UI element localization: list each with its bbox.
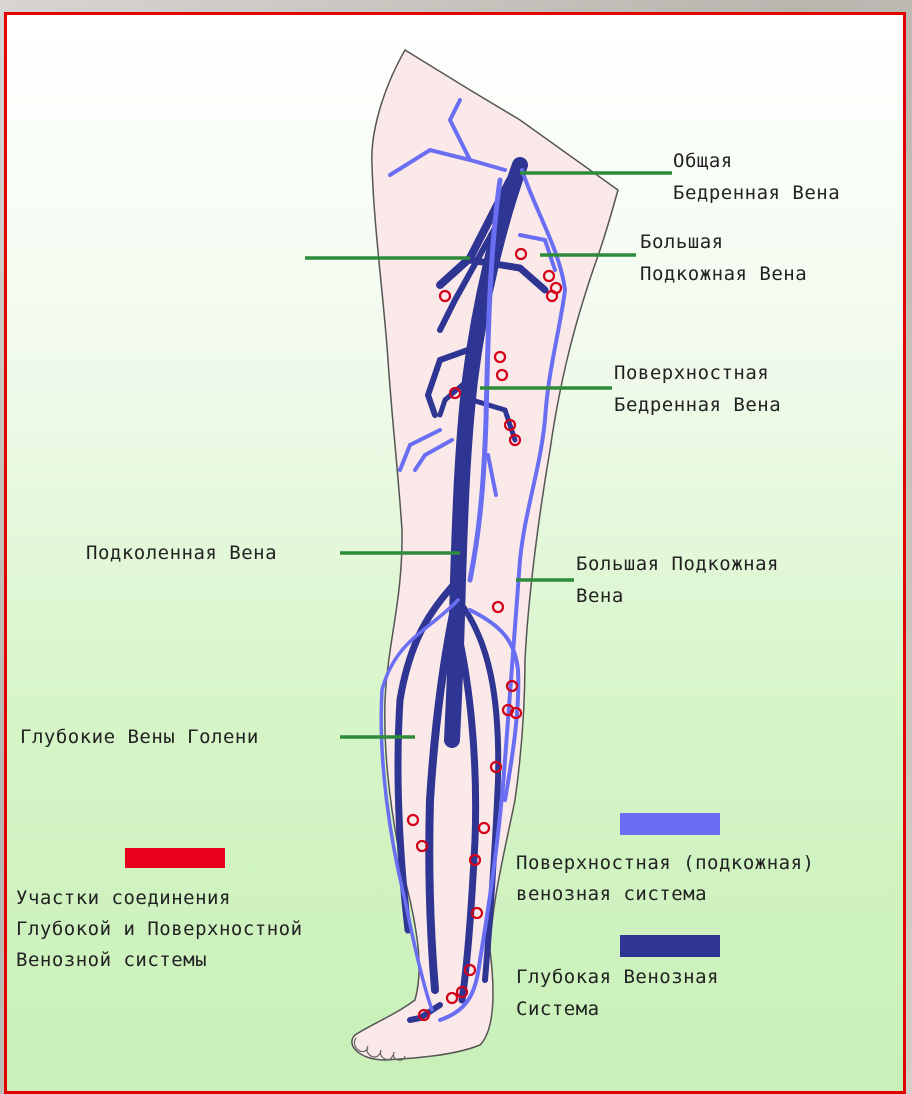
label-superficial-femoral-line1: Поверхностная (614, 358, 769, 389)
legend-deep-line2: Система (516, 994, 600, 1025)
legend-deep-line1: Глубокая Венозная (516, 962, 719, 993)
label-great-saphenous-top-line2: Подкожная Вена (640, 259, 807, 290)
legend-perforator-line2: Глубокой и Поверхностной (16, 914, 303, 945)
label-common-femoral-line2: Бедренная Вена (673, 178, 840, 209)
legend-perforator-swatch (125, 848, 225, 868)
label-superficial-femoral-line2: Бедренная Вена (614, 390, 781, 421)
legend-perforator-line1: Участки соединения (16, 883, 231, 914)
legend-perforator-line3: Венозной системы (16, 945, 207, 976)
legend-superficial-line2: венозная система (516, 879, 707, 910)
legend-superficial-swatch (620, 813, 720, 835)
label-great-saphenous-bottom-line2: Вена (576, 581, 624, 612)
label-common-femoral-line1: Общая (673, 146, 733, 177)
label-great-saphenous-bottom-line1: Большая Подкожная (576, 549, 779, 580)
label-popliteal: Подколенная Вена (86, 538, 277, 569)
label-deep-leg-veins: Глубокие Вены Голени (20, 722, 259, 753)
legend-deep-swatch (620, 935, 720, 957)
legend-superficial-line1: Поверхностная (подкожная) (516, 848, 814, 879)
label-great-saphenous-top-line1: Большая (640, 227, 724, 258)
